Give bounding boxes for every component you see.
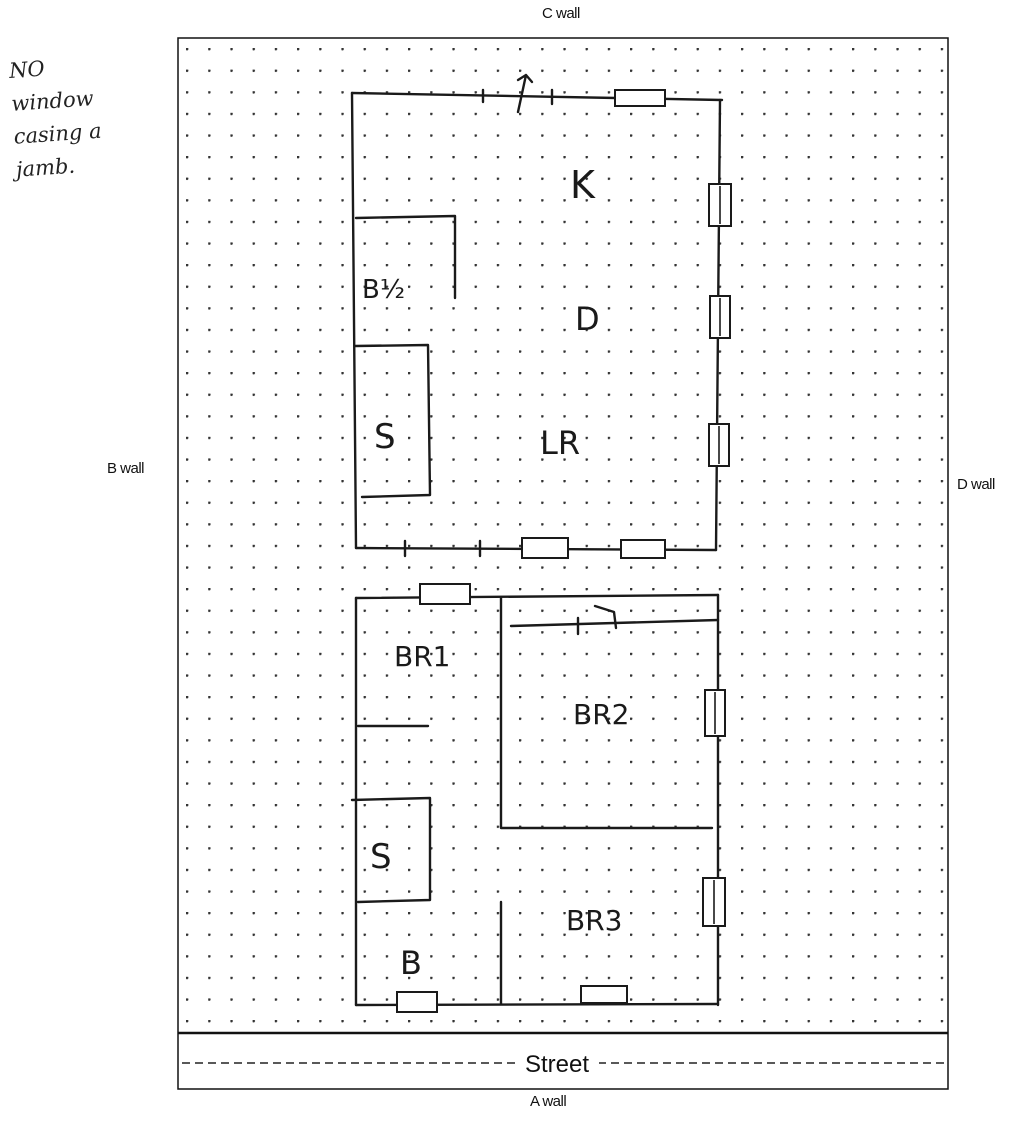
half-bath-wall <box>354 214 457 300</box>
room-label-bath: B <box>400 944 422 982</box>
site-frame <box>177 37 949 1090</box>
c-wall-label: C wall <box>542 5 580 22</box>
bedroom2-wall <box>499 596 714 830</box>
room-label-bedroom1: BR1 <box>394 640 450 673</box>
street-label: Street <box>525 1051 589 1078</box>
window <box>580 985 628 1004</box>
door-swing-arrow <box>516 73 534 114</box>
street-label-bg <box>515 1048 599 1076</box>
a-wall-label: A wall <box>530 1093 567 1110</box>
room-label-half-bath: B½ <box>362 275 405 305</box>
window <box>614 89 666 107</box>
upper-storage-wall <box>353 343 432 499</box>
room-label-bedroom2: BR2 <box>573 698 629 731</box>
room-label-bedroom3: BR3 <box>566 904 622 937</box>
b-wall-label: B wall <box>107 460 145 477</box>
window <box>620 539 666 559</box>
room-label-living-room: LR <box>540 424 580 462</box>
d-wall-label: D wall <box>957 476 995 493</box>
door-swing-mark <box>593 604 618 630</box>
room-label-kitchen: K <box>570 163 596 207</box>
room-label-upper-storage: S <box>374 417 396 457</box>
window <box>396 991 438 1013</box>
window <box>521 537 569 559</box>
room-label-dining: D <box>575 300 600 338</box>
lower-storage-wall <box>350 796 432 904</box>
dot-grid <box>180 40 946 1030</box>
room-label-lower-storage: S <box>370 837 392 877</box>
window <box>419 583 471 605</box>
